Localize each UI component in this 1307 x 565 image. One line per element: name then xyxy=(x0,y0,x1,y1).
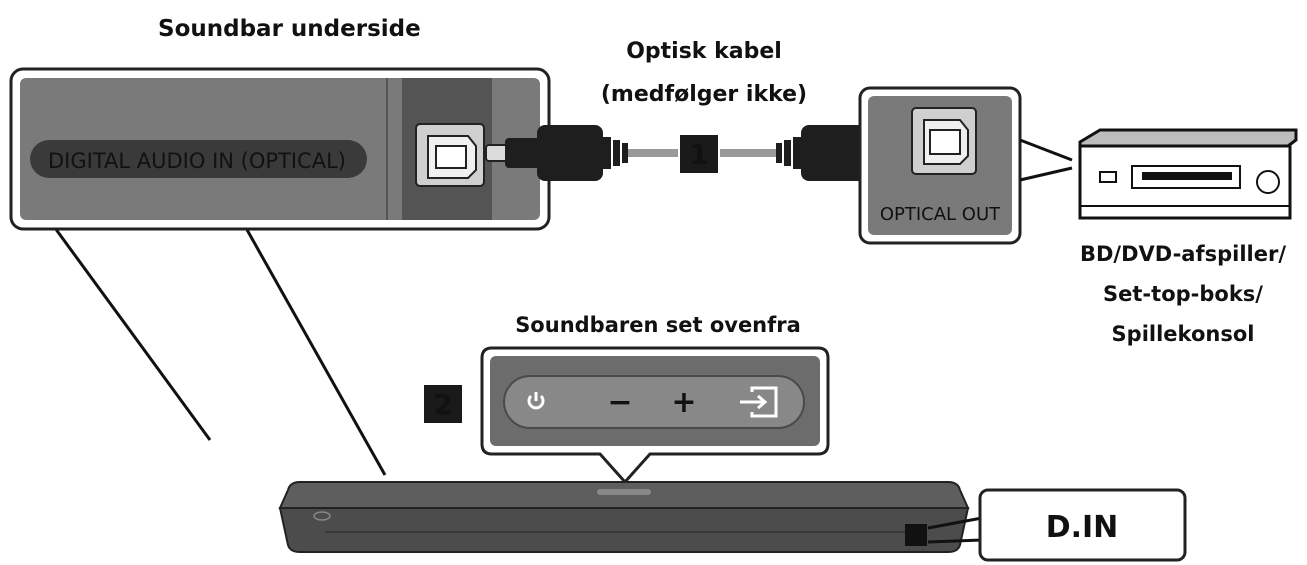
optical-cable-note: (medfølger ikke) xyxy=(601,82,807,107)
optical-in-port-icon xyxy=(415,123,485,187)
soundbar xyxy=(278,481,970,553)
step-1-badge: 1 xyxy=(680,135,718,173)
display-callout: D.IN xyxy=(978,488,1187,562)
top-panel-callout: − + xyxy=(480,346,830,485)
display-callout-lines xyxy=(927,516,983,544)
step-2-badge: 2 xyxy=(424,385,462,423)
digital-audio-in-pill xyxy=(30,140,367,178)
device-label-line1: BD/DVD-afspiller/ xyxy=(1080,242,1286,266)
device-label-line2: Set-top-boks/ xyxy=(1103,282,1263,306)
optical-out-label: OPTICAL OUT xyxy=(880,204,1001,225)
soundbar-underside-title: Soundbar underside xyxy=(158,16,421,42)
button-strip xyxy=(503,375,805,429)
soundbar-display xyxy=(905,524,927,546)
digital-audio-in-label: DIGITAL AUDIO IN (OPTICAL) xyxy=(48,149,346,173)
underside-callout-lines xyxy=(53,227,387,476)
bd-dvd-player-icon xyxy=(1078,128,1298,220)
device-callout-lines xyxy=(1019,138,1073,182)
volume-down-icon: − xyxy=(607,385,632,420)
step-2-number: 2 xyxy=(433,388,452,421)
volume-up-icon: + xyxy=(671,385,696,420)
device-label-line3: Spillekonsol xyxy=(1112,322,1255,346)
underside-panel: DIGITAL AUDIO IN (OPTICAL) xyxy=(9,67,551,231)
optical-cable-label: Optisk kabel xyxy=(626,39,782,64)
source-icon xyxy=(740,386,778,418)
optical-out-port-icon xyxy=(911,107,977,175)
optical-out-panel: OPTICAL OUT xyxy=(858,86,1022,245)
power-icon xyxy=(527,392,545,410)
step-1-number: 1 xyxy=(689,138,708,171)
display-text: D.IN xyxy=(1046,510,1119,545)
soundbar-top-title: Soundbaren set ovenfra xyxy=(515,313,801,337)
